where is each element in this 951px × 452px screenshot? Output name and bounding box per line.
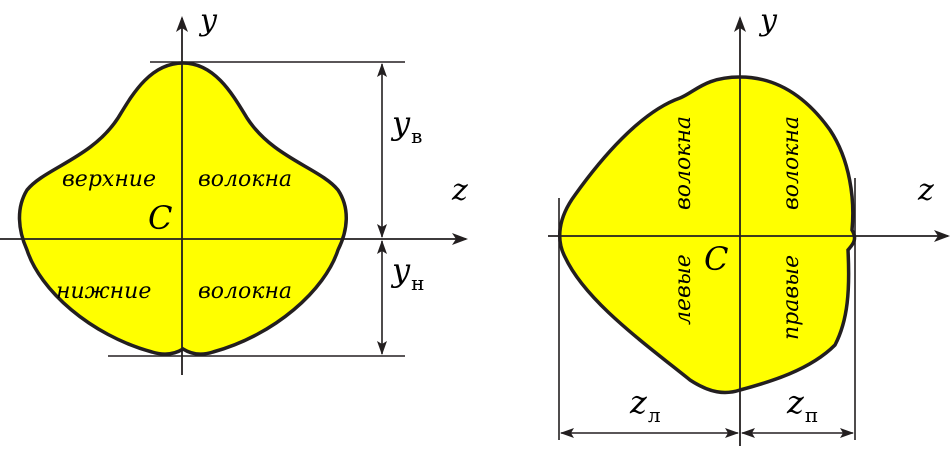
left-y-axis-label: y [198,3,218,38]
left-upper-left-label: верхние [62,167,156,192]
right-y-axis-label: y [758,3,778,38]
right-z-axis-label: z [917,173,934,208]
right-center-label: C [704,240,728,278]
right-figure: y z C волокна левые волокна правые zл zп [548,3,950,446]
right-dim-zl-label: zл [629,383,661,427]
right-top-right-vertical-label: волокна [779,116,804,210]
right-bottom-right-vertical-label: правые [779,255,804,340]
left-dim-yv-label: yв [390,104,422,148]
right-dim-zp-label: zп [786,383,818,427]
right-cross-section-shape [558,75,857,395]
left-z-axis-label: z [451,173,468,208]
left-center-label: C [148,199,172,237]
left-dim-yn-label: yн [390,251,424,295]
right-bottom-left-vertical-label: левые [671,254,696,325]
left-lower-left-label: нижние [56,279,151,304]
left-figure: y z C верхние волокна нижние волокна yв … [0,3,468,375]
left-lower-right-label: волокна [198,279,292,304]
right-top-left-vertical-label: волокна [671,116,696,210]
left-upper-right-label: волокна [198,167,292,192]
